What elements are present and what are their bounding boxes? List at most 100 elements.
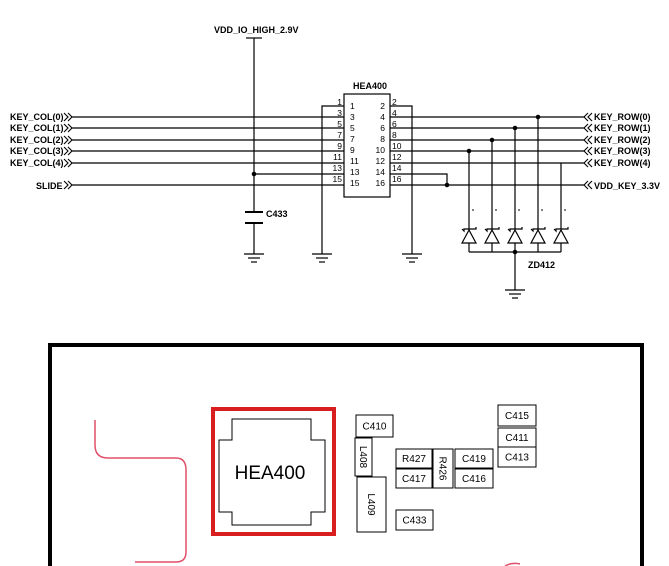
pin-number-outer-left: 1 — [337, 97, 342, 107]
key-col-port-label: KEY_COL(0) — [10, 112, 64, 122]
pcb-trace-2 — [504, 562, 521, 566]
pin-number-outer-left: 13 — [333, 163, 343, 173]
pin-number-outer-right: 16 — [392, 174, 402, 184]
highlight-box[interactable] — [211, 407, 336, 536]
key-row-port-arrow — [587, 135, 593, 145]
zener-diode-symbol — [460, 228, 478, 244]
ic-body — [343, 93, 391, 198]
pin-number-outer-left: 5 — [337, 119, 342, 129]
component-outline — [432, 448, 454, 489]
pin-number-outer-right: 6 — [392, 119, 397, 129]
pcb-component[interactable]: C415 — [497, 404, 537, 427]
slide-port-label: SLIDE — [36, 181, 63, 191]
component-label: R427 — [402, 454, 426, 465]
pin-number-inner-left: 1 — [350, 101, 355, 111]
pin-number-inner-right: 4 — [380, 112, 385, 122]
key-col-port-arrow — [63, 112, 69, 122]
power-label: VDD_IO_HIGH_2.9V — [214, 25, 299, 35]
component-label: L409 — [365, 493, 376, 516]
ic-name: HEA400 — [353, 81, 387, 91]
component-label: R426 — [437, 457, 448, 481]
key-row-port-arrow — [587, 112, 593, 122]
component-label: C411 — [505, 433, 529, 444]
component-outline — [354, 437, 373, 477]
pin14-net — [390, 173, 448, 185]
pcb-component[interactable]: C419 — [454, 448, 494, 469]
pin-number-inner-right: 8 — [380, 134, 385, 144]
pin-number-outer-right: 8 — [392, 130, 397, 140]
junction-vdd — [444, 182, 450, 188]
pin-number-inner-left: 9 — [350, 145, 355, 155]
key-col-port-label: KEY_COL(3) — [10, 146, 64, 156]
component-label: C433 — [403, 516, 427, 527]
pin-number-outer-left: 9 — [337, 141, 342, 151]
key-col-port-label: KEY_COL(2) — [10, 135, 64, 145]
component-outline — [395, 468, 433, 489]
key-col-port-label: KEY_COL(4) — [10, 158, 64, 168]
pin-number-inner-right: 16 — [376, 178, 386, 188]
key-col-port-arrow — [63, 158, 69, 168]
pcb-component[interactable]: C417 — [395, 468, 433, 489]
ground-symbol-diode — [505, 289, 525, 299]
pcb-trace — [94, 420, 187, 563]
key-row-port-label: KEY_ROW(4) — [594, 158, 651, 168]
component-label: C410 — [363, 422, 387, 433]
pcb-component[interactable]: C410 — [355, 414, 394, 438]
ground-symbol-left — [312, 253, 332, 263]
zener-diode-symbol — [483, 228, 501, 244]
pcb-component[interactable]: C433 — [395, 509, 434, 531]
pcb-component[interactable]: R426 — [432, 448, 454, 489]
component-label: L408 — [357, 446, 368, 469]
pin-number-outer-left: 7 — [337, 130, 342, 140]
key-row-port-label: KEY_ROW(1) — [594, 123, 651, 133]
pcb-component[interactable]: C413 — [497, 446, 537, 468]
key-row-port-arrow — [587, 146, 593, 156]
key-col-port-arrow — [63, 135, 69, 145]
pin-number-inner-right: 14 — [376, 167, 386, 177]
zener-cathode — [553, 227, 569, 233]
cap-label: C433 — [266, 209, 288, 219]
component-outline — [497, 404, 537, 427]
zener-cathode — [507, 227, 523, 233]
component-outline — [454, 448, 494, 469]
pin-number-inner-right: 2 — [380, 101, 385, 111]
left-ground-wire — [321, 105, 344, 254]
pcb-component[interactable]: L409 — [356, 476, 387, 533]
key-col-port-arrow — [63, 146, 69, 156]
vdd-key-port-arrow — [587, 180, 593, 190]
pcb-component[interactable]: C416 — [454, 468, 494, 489]
zener-cathode — [484, 227, 500, 233]
pin-number-inner-left: 3 — [350, 112, 355, 122]
key-row-port-label: KEY_ROW(3) — [594, 146, 651, 156]
pin-number-outer-left: 15 — [333, 174, 343, 184]
pin-number-outer-right: 10 — [392, 141, 402, 151]
schematic-diagram: VDD_IO_HIGH_2.9V C433 HEA400 13579111315… — [10, 25, 660, 299]
pin-number-inner-right: 6 — [380, 123, 385, 133]
right-ground-wire — [390, 105, 413, 254]
zener-diode-symbol — [529, 228, 547, 244]
pin-number-outer-right: 4 — [392, 108, 397, 118]
component-label: C416 — [462, 474, 486, 485]
zener-diode-symbol — [552, 228, 570, 244]
pin-number-outer-right: 14 — [392, 163, 402, 173]
component-outline — [355, 414, 394, 438]
zener-cathode — [530, 227, 546, 233]
key-row-port-label: KEY_ROW(0) — [594, 112, 651, 122]
pcb-component[interactable]: R427 — [395, 448, 433, 469]
pin-number-inner-right: 10 — [376, 145, 386, 155]
pcb-component[interactable]: L408 — [354, 437, 373, 477]
ground-symbol-right — [402, 253, 422, 263]
pin-number-inner-left: 13 — [350, 167, 360, 177]
key-col-port-label: KEY_COL(1) — [10, 123, 64, 133]
pin-number-inner-right: 12 — [376, 156, 386, 166]
zener-diode-symbol — [506, 228, 524, 244]
pcb-component[interactable]: C411 — [497, 427, 537, 448]
key-col-port-arrow — [63, 123, 69, 133]
junction-diode — [512, 249, 518, 255]
vdd-key-port-label: VDD_KEY_3.3V — [594, 181, 660, 191]
component-outline — [356, 476, 387, 533]
